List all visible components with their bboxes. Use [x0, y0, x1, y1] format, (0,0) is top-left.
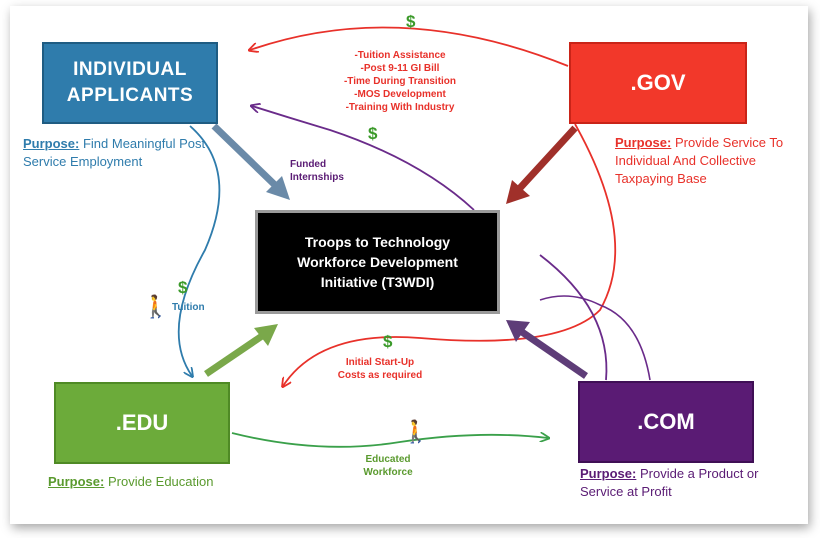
com-box: .COM: [578, 381, 754, 463]
gov-purpose-text: Provide Service To Individual And Collec…: [615, 135, 784, 186]
tuition-label: Tuition: [172, 302, 205, 313]
purpose-heading: Purpose:: [23, 136, 80, 151]
individual-applicants-box: INDIVIDUAL APPLICANTS: [42, 42, 218, 124]
arrow-com-to-center: [506, 320, 588, 379]
gov-label: .GOV: [630, 70, 686, 95]
edu-box: .EDU: [54, 382, 230, 464]
individual-purpose: Purpose: Find Meaningful Post Service Em…: [23, 135, 223, 171]
purpose-heading: Purpose:: [48, 474, 105, 489]
benefit-item: -Training With Industry: [345, 102, 455, 113]
dollar-icon: $: [406, 12, 416, 31]
walking-person-icon: 🚶: [142, 294, 170, 319]
t3wdi-label: Troops to Technology Workforce Developme…: [297, 234, 458, 290]
dollar-icon: $: [383, 332, 393, 351]
dollar-icon: $: [368, 124, 378, 143]
arrow-com-loop-1: [539, 254, 608, 381]
benefit-item: -Time During Transition: [343, 76, 457, 87]
edu-purpose-text: Provide Education: [107, 474, 214, 489]
arrow-gov-to-individual: [250, 26, 569, 67]
benefit-item: -MOS Development: [354, 89, 446, 100]
walking-person-icon: 🚶: [402, 419, 430, 444]
gov-benefits-list: -Tuition Assistance -Post 9-11 GI Bill -…: [330, 49, 470, 114]
com-purpose: Purpose: Provide a Product or Service at…: [580, 465, 780, 501]
purpose-heading: Purpose:: [580, 466, 637, 481]
dollar-icon: $: [178, 278, 188, 297]
gov-purpose: Purpose: Provide Service To Individual A…: [615, 134, 805, 188]
t3wdi-center-box: Troops to Technology Workforce Developme…: [255, 210, 500, 314]
purpose-heading: Purpose:: [615, 135, 672, 150]
edu-purpose: Purpose: Provide Education: [48, 473, 268, 491]
arrow-edu-to-center: [204, 324, 278, 377]
benefit-item: -Post 9-11 GI Bill: [360, 63, 440, 74]
individual-purpose-text: Find Meaningful Post Service Employment: [23, 136, 206, 169]
arrow-com-loop-2: [539, 295, 651, 381]
individual-applicants-label: INDIVIDUAL APPLICANTS: [66, 59, 194, 106]
startup-costs-label: Initial Start-Up Costs as required: [337, 357, 423, 381]
arrow-gov-to-edu: [283, 123, 617, 386]
arrow-edu-to-com: [231, 433, 548, 448]
arrow-individual-to-edu: [177, 125, 221, 376]
com-purpose-text: Provide a Product or Service at Profit: [580, 466, 759, 499]
funded-internships-label: Funded Internships: [290, 159, 344, 183]
arrow-gov-to-center: [506, 125, 578, 204]
benefit-item: -Tuition Assistance: [354, 50, 446, 61]
arrow-internships-to-individual: [252, 106, 475, 211]
edu-label: .EDU: [115, 410, 169, 435]
gov-box: .GOV: [569, 42, 747, 124]
arrow-individual-to-center: [211, 123, 290, 200]
educated-workforce-label: Educated Workforce: [363, 454, 413, 478]
com-label: .COM: [637, 409, 695, 434]
